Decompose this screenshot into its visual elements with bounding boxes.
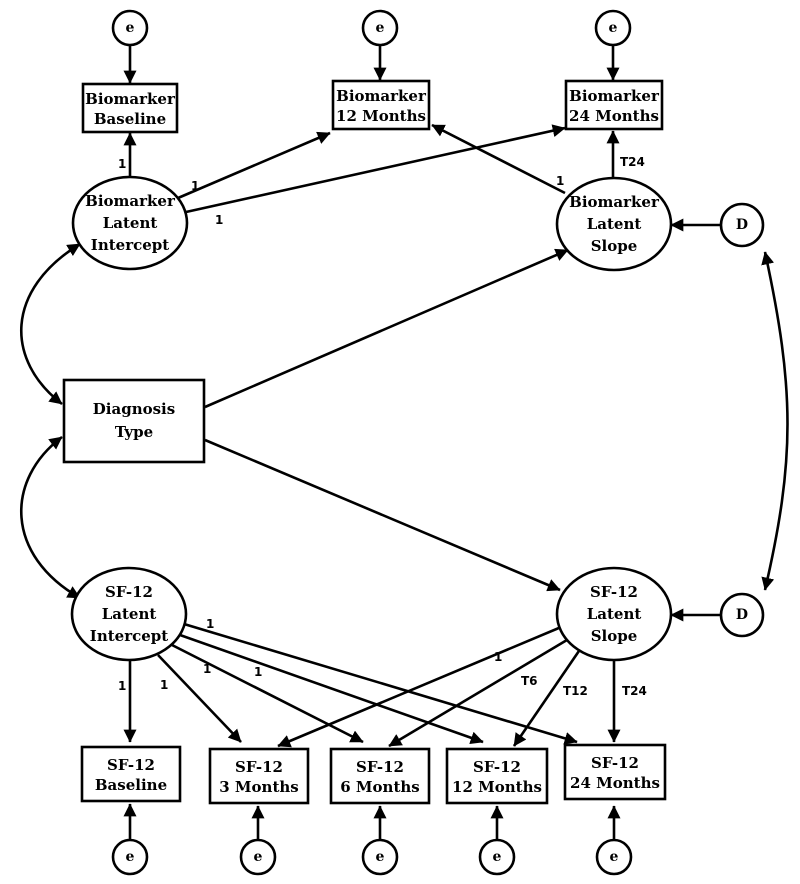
node-label-line: Biomarker [85, 192, 176, 210]
disturbance-circle-sf12: D [719, 592, 765, 638]
error-label: e [254, 849, 263, 865]
disturbance-label: D [736, 217, 748, 233]
node-label-line: 24 Months [570, 774, 660, 792]
label-sf-int-24: 1 [206, 617, 214, 631]
error-circle: e [594, 9, 632, 47]
error-circle: e [239, 838, 277, 876]
node-label-line: Biomarker [336, 87, 427, 105]
node-label-line: SF-12 [107, 756, 155, 774]
node-label-line: Latent [102, 605, 157, 623]
error-circle: e [111, 838, 149, 876]
edge-sf-int-12 [179, 633, 484, 745]
node-sf12-latent-intercept: SF-12 Latent Intercept [70, 566, 188, 662]
label-sf-slope-6: T6 [521, 674, 538, 688]
cov-bm-intercept-diagnosis [20, 242, 81, 406]
node-label-line: Slope [591, 237, 638, 255]
node-label-line: Baseline [95, 776, 167, 794]
node-label-line: SF-12 [356, 758, 404, 776]
node-sf12-24-months: SF-12 24 Months [563, 743, 667, 801]
node-label-line: 24 Months [569, 107, 659, 125]
error-label: e [610, 849, 619, 865]
node-biomarker-12-months: Biomarker 12 Months [331, 79, 431, 131]
node-label-line: Slope [591, 627, 638, 645]
node-label-line: SF-12 [473, 758, 521, 776]
node-sf12-3-months: SF-12 3 Months [208, 747, 310, 805]
node-label-line: 3 Months [219, 778, 298, 796]
error-label: e [126, 849, 135, 865]
node-label-line: Diagnosis [93, 400, 175, 418]
error-label: e [376, 20, 385, 36]
error-label: e [376, 849, 385, 865]
label-bm-slope-12: 1 [556, 174, 564, 188]
node-diagnosis-type: Diagnosis Type [62, 378, 206, 464]
error-circle: e [111, 9, 149, 47]
edge-sf-int-24 [183, 622, 578, 745]
node-label-line: SF-12 [105, 583, 153, 601]
edge-diagnosis-bm-slope [204, 248, 569, 409]
node-sf12-baseline: SF-12 Baseline [80, 745, 182, 803]
error-circle: e [361, 838, 399, 876]
node-label-line: Biomarker [569, 193, 660, 211]
node-biomarker-baseline: Biomarker Baseline [81, 82, 179, 134]
error-label: e [609, 20, 618, 36]
edge-diagnosis-sf-slope [204, 438, 561, 592]
node-label-line: Intercept [91, 236, 169, 254]
node-label-line: Latent [587, 605, 642, 623]
node-label-line: Type [115, 423, 153, 441]
node-label-line: Latent [587, 215, 642, 233]
node-label-line: Baseline [94, 110, 166, 128]
node-label-line: Intercept [90, 627, 168, 645]
edge-sf-int-6 [171, 643, 364, 744]
node-biomarker-latent-slope: Biomarker Latent Slope [555, 176, 673, 272]
node-label-line: Biomarker [85, 90, 176, 108]
label-bm-int-12: 1 [191, 179, 199, 193]
error-circle: e [478, 838, 516, 876]
disturbance-label: D [736, 607, 748, 623]
edge-sf-slope-3 [277, 623, 567, 748]
error-label: e [126, 20, 135, 36]
node-label-line: 12 Months [452, 778, 542, 796]
label-sf-slope-3: 1 [494, 650, 502, 664]
edge-bm-int-24 [185, 124, 566, 214]
node-label-line: Latent [103, 214, 158, 232]
edge-sf-slope-6 [388, 635, 573, 748]
edge-bm-int-12 [177, 131, 331, 200]
node-sf12-latent-slope: SF-12 Latent Slope [555, 566, 673, 662]
node-biomarker-latent-intercept: Biomarker Latent Intercept [71, 175, 189, 271]
error-label: e [493, 849, 502, 865]
label-bm-int-24: 1 [215, 213, 223, 227]
label-sf-int-6: 1 [203, 662, 211, 676]
label-bm-int-baseline: 1 [118, 157, 126, 171]
cov-diagnosis-sf-intercept [20, 435, 81, 600]
node-sf12-12-months: SF-12 12 Months [445, 747, 549, 805]
label-sf-int-12: 1 [254, 665, 262, 679]
node-label-line: 6 Months [340, 778, 419, 796]
label-sf-slope-12: T12 [563, 684, 588, 698]
label-sf-int-baseline: 1 [118, 679, 126, 693]
edge-sf-int-3 [157, 654, 242, 743]
node-biomarker-24-months: Biomarker 24 Months [564, 79, 664, 131]
disturbance-circle-biomarker: D [719, 202, 765, 248]
edge-sf-slope-12 [512, 647, 583, 747]
edge-bm-slope-12 [431, 123, 566, 195]
node-label-line: SF-12 [235, 758, 283, 776]
node-label-line: SF-12 [590, 583, 638, 601]
node-sf12-6-months: SF-12 6 Months [329, 747, 431, 805]
node-label-line: Biomarker [569, 87, 660, 105]
error-circle: e [595, 838, 633, 876]
node-label-line: 12 Months [336, 107, 426, 125]
error-circle: e [361, 9, 399, 47]
label-sf-int-3: 1 [160, 678, 168, 692]
node-label-line: SF-12 [591, 754, 639, 772]
label-sf-slope-24: T24 [622, 684, 647, 698]
cov-d-d [761, 251, 789, 591]
label-bm-slope-24: T24 [620, 155, 645, 169]
